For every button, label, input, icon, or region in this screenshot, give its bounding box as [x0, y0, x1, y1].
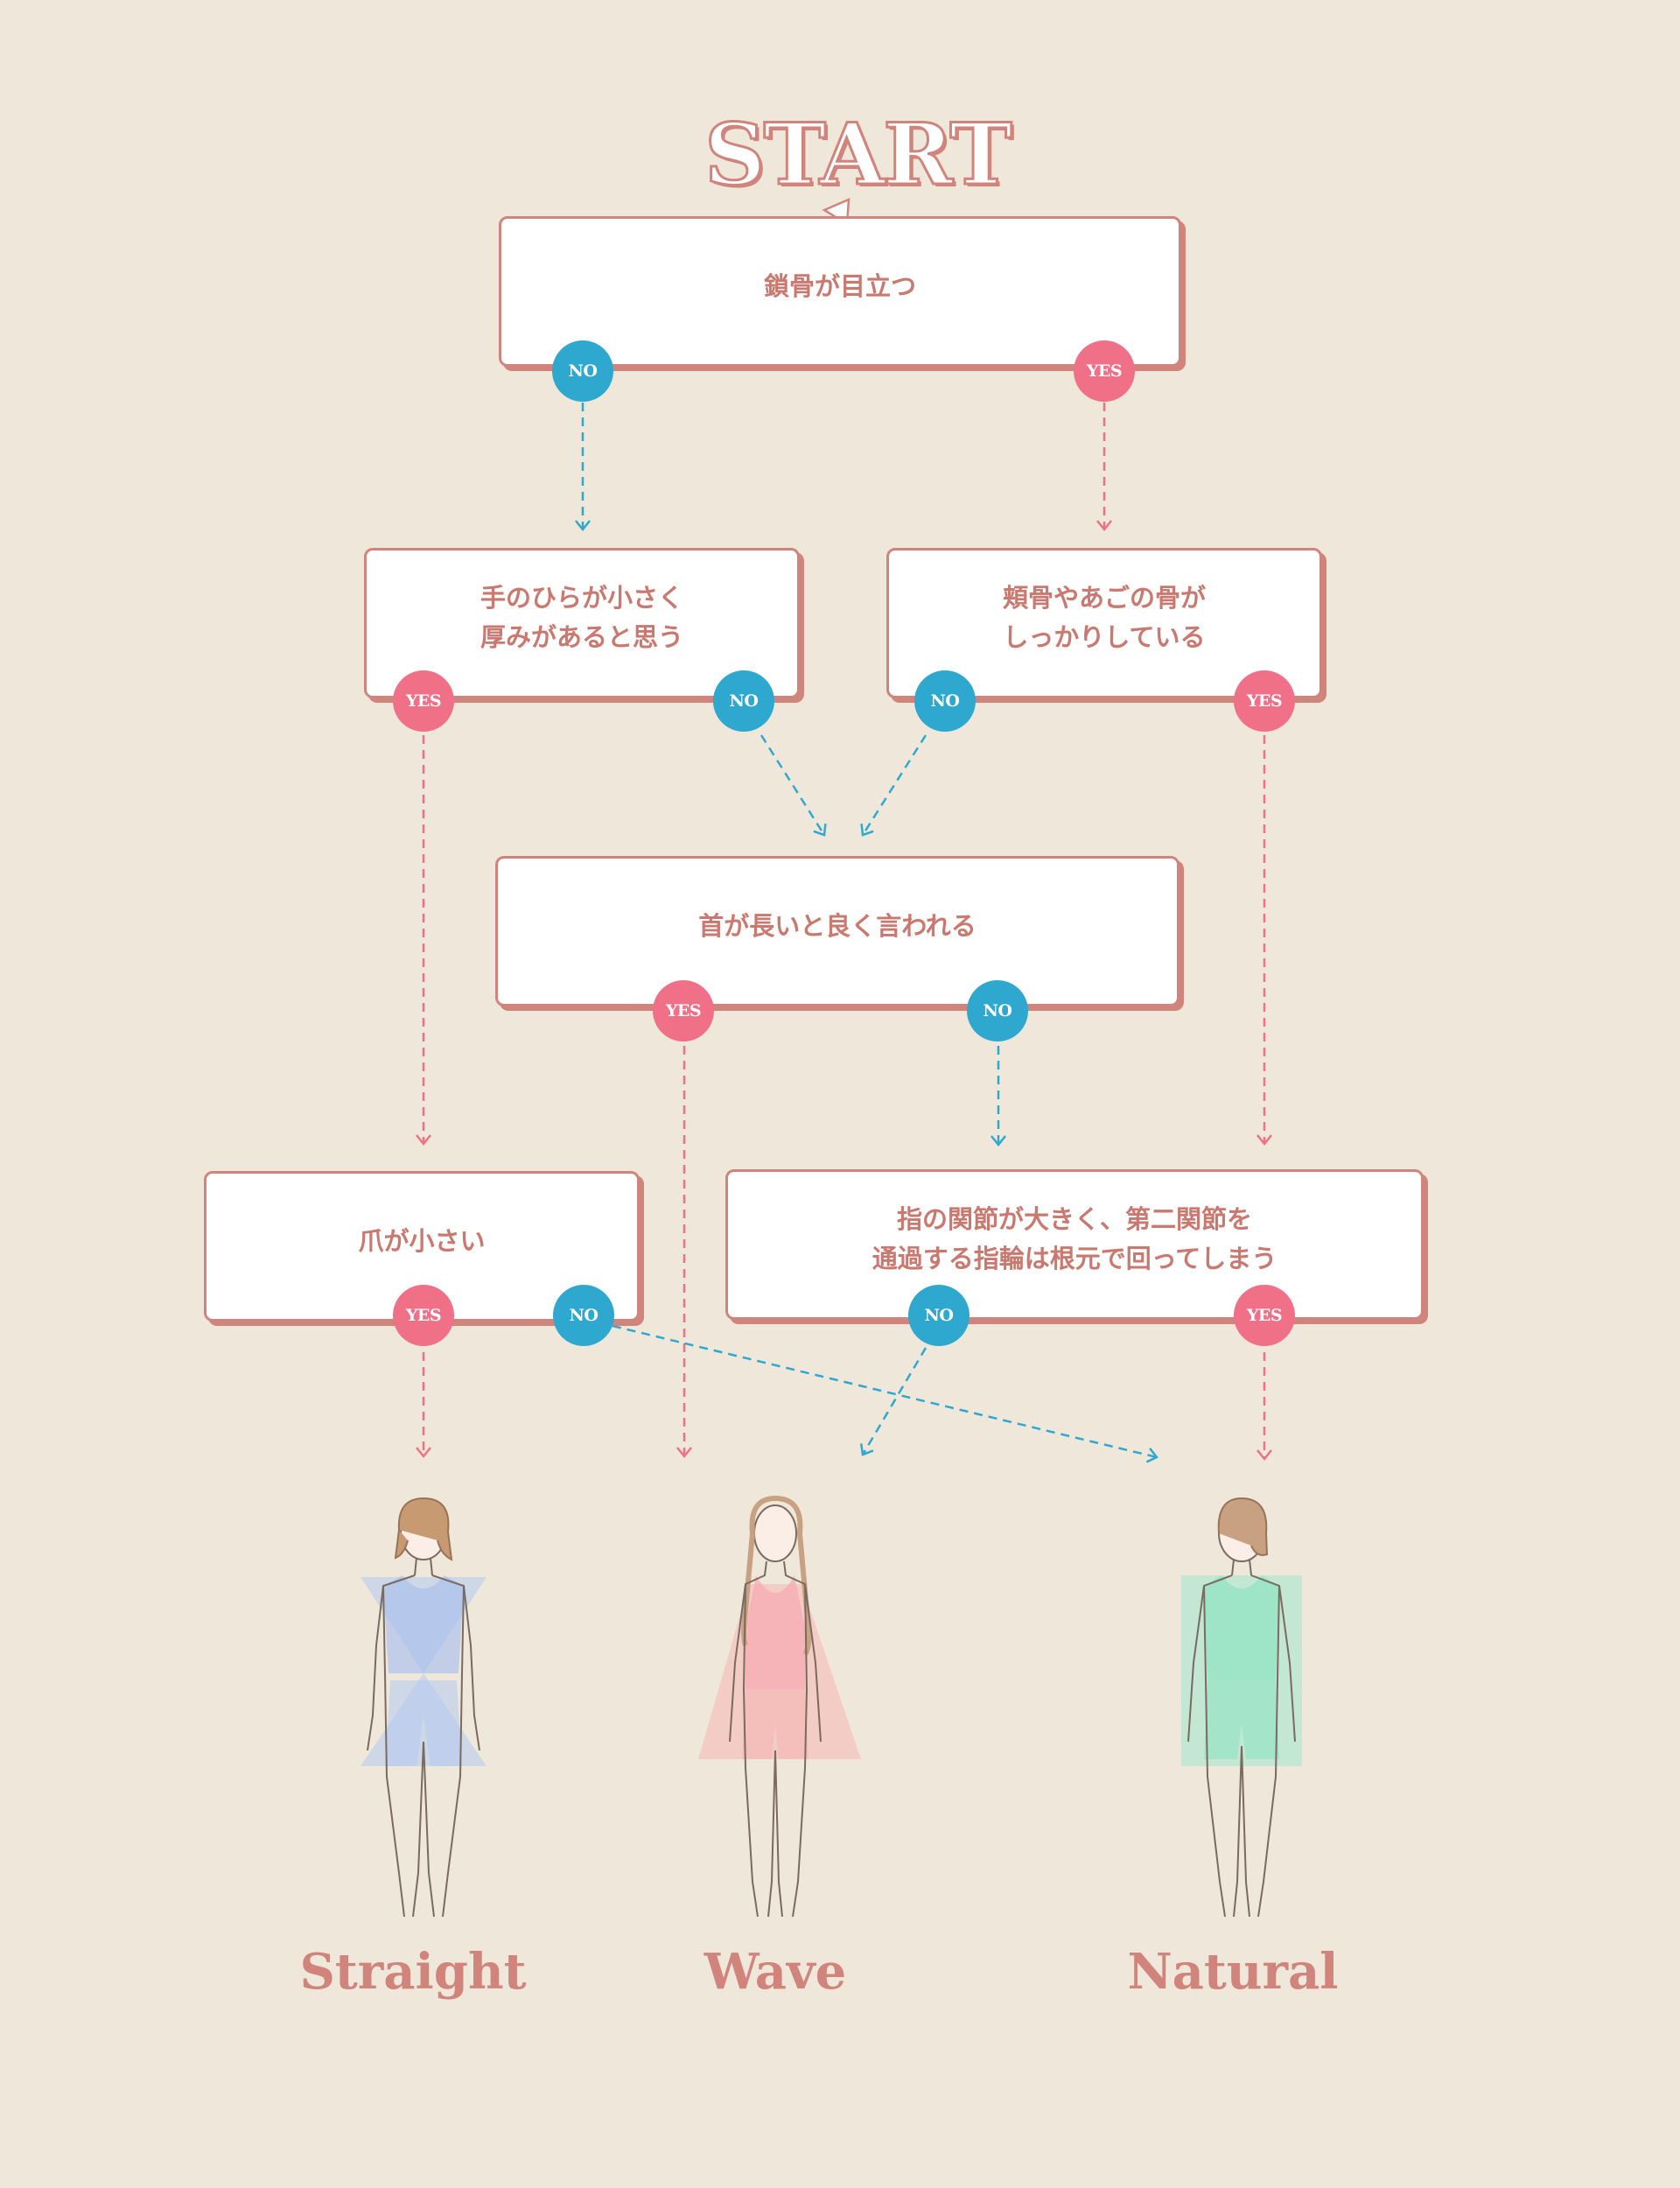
- question-label: 手のひらが小さく 厚みがあると思う: [480, 583, 683, 652]
- q6-yes-badge: YES: [1234, 1285, 1295, 1346]
- arrow-q5-no: [612, 1324, 1158, 1463]
- q5-yes-badge: YES: [393, 1285, 454, 1346]
- arrow-q2-no: [760, 734, 827, 837]
- result-wave: Wave: [704, 1943, 847, 2001]
- question-collarbone: 鎖骨が目立つ: [499, 216, 1181, 367]
- straight-figure-illustration: [360, 1497, 486, 1918]
- q4-no-badge: NO: [967, 980, 1028, 1041]
- result-straight: Straight: [299, 1943, 527, 2001]
- start-title: START: [704, 104, 1014, 206]
- arrow-q6-no: [859, 1347, 928, 1456]
- q2-yes-badge: YES: [393, 670, 454, 732]
- q2-no-badge: NO: [713, 670, 774, 732]
- question-finger-joints: 指の関節が大きく、第二関節を 通過する指輪は根元で回ってしまう: [725, 1169, 1424, 1320]
- question-label: 首が長いと良く言われる: [698, 910, 976, 941]
- q6-no-badge: NO: [908, 1285, 970, 1346]
- q3-yes-badge: YES: [1234, 670, 1295, 732]
- question-label: 爪が小さい: [358, 1225, 486, 1256]
- q5-no-badge: NO: [553, 1285, 614, 1346]
- q1-no-badge: NO: [552, 340, 613, 402]
- result-natural: Natural: [1127, 1943, 1339, 2001]
- question-neck: 首が長いと良く言われる: [495, 856, 1180, 1006]
- question-label: 鎖骨が目立つ: [763, 270, 916, 301]
- arrow-q3-no: [860, 734, 928, 837]
- q1-yes-badge: YES: [1074, 340, 1135, 402]
- question-label: 頬骨やあごの骨が しっかりしている: [1002, 583, 1206, 652]
- question-label: 指の関節が大きく、第二関節を 通過する指輪は根元で回ってしまう: [872, 1204, 1278, 1273]
- wave-figure-illustration: [698, 1495, 861, 1918]
- natural-figure-illustration: [1181, 1497, 1302, 1918]
- q3-no-badge: NO: [914, 670, 976, 732]
- q4-yes-badge: YES: [653, 980, 714, 1041]
